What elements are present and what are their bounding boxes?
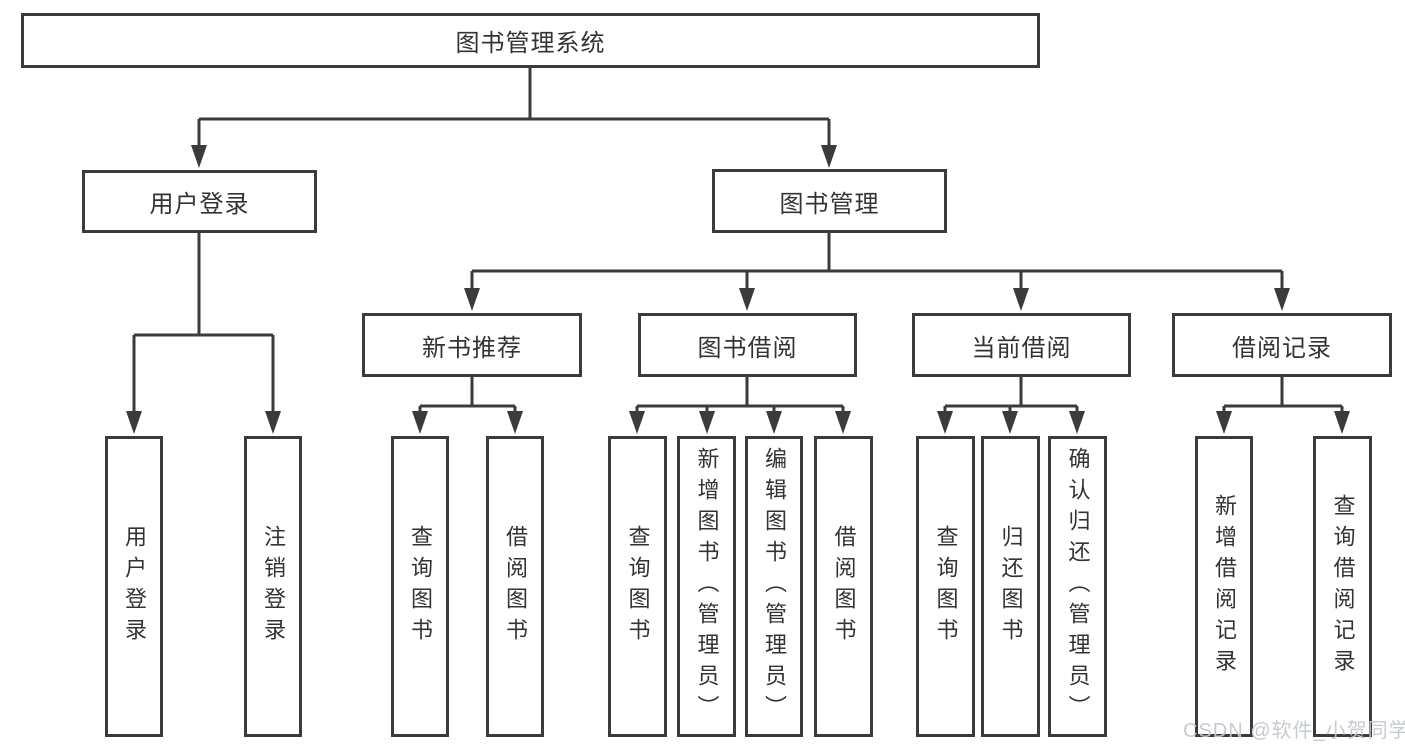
leaf-borrowing-query-books: 查询图书 — [608, 436, 667, 737]
connector-borrow-records-to-leaves — [1216, 377, 1350, 434]
leaf-borrowing-add-book-admin-label: 新增图书（管理员） — [694, 447, 720, 726]
leaf-newbooks-borrow-books-label: 借阅图书 — [503, 524, 528, 649]
node-new-book-recommendation-label: 新书推荐 — [422, 334, 522, 362]
leaf-current-return-books: 归还图书 — [981, 436, 1040, 737]
leaf-newbooks-query-books: 查询图书 — [391, 436, 449, 737]
node-borrowing-records: 借阅记录 — [1172, 313, 1392, 377]
node-root-library-management-system: 图书管理系统 — [21, 13, 1040, 68]
leaf-logout-label: 注销登录 — [261, 524, 286, 649]
connector-new-books-to-leaves — [412, 377, 523, 434]
connector-root-to-level2 — [191, 68, 837, 168]
node-root-label: 图书管理系统 — [455, 30, 606, 57]
leaf-records-add-borrow-record-label: 新增借阅记录 — [1212, 493, 1237, 680]
node-user-login: 用户登录 — [82, 170, 317, 233]
leaf-records-query-borrow-record: 查询借阅记录 — [1313, 436, 1372, 737]
leaf-current-confirm-return-admin: 确认归还（管理员） — [1048, 436, 1107, 737]
leaf-logout: 注销登录 — [244, 436, 302, 737]
node-borrowing-records-label: 借阅记录 — [1232, 334, 1332, 362]
leaf-borrowing-borrow-books: 借阅图书 — [814, 436, 873, 737]
node-book-borrowing-label: 图书借阅 — [697, 334, 798, 362]
connector-book-borrow-to-leaves — [629, 377, 851, 434]
node-current-borrowing-label: 当前借阅 — [971, 334, 1072, 362]
leaf-user-login-label: 用户登录 — [122, 524, 147, 649]
node-book-borrowing: 图书借阅 — [638, 313, 857, 377]
leaf-borrowing-borrow-books-label: 借阅图书 — [831, 524, 857, 649]
leaf-current-query-books: 查询图书 — [916, 436, 975, 737]
leaf-borrowing-add-book-admin: 新增图书（管理员） — [677, 436, 736, 737]
connector-current-borrow-to-leaves — [937, 377, 1085, 434]
leaf-borrowing-edit-book-admin-label: 编辑图书（管理员） — [762, 447, 787, 726]
leaf-borrowing-edit-book-admin: 编辑图书（管理员） — [745, 436, 803, 737]
leaf-current-confirm-return-admin-label: 确认归还（管理员） — [1065, 447, 1091, 726]
node-book-management: 图书管理 — [712, 169, 947, 233]
leaf-records-add-borrow-record: 新增借阅记录 — [1195, 436, 1253, 737]
node-new-book-recommendation: 新书推荐 — [362, 313, 582, 377]
node-book-management-label: 图书管理 — [779, 190, 880, 218]
leaf-newbooks-query-books-label: 查询图书 — [408, 524, 433, 649]
leaf-records-query-borrow-record-label: 查询借阅记录 — [1330, 493, 1356, 680]
leaf-current-query-books-label: 查询图书 — [933, 524, 959, 649]
leaf-user-login: 用户登录 — [105, 436, 163, 737]
leaf-newbooks-borrow-books: 借阅图书 — [486, 436, 544, 737]
leaf-current-return-books-label: 归还图书 — [998, 524, 1024, 649]
connector-book-mgmt-to-level3 — [464, 233, 1290, 311]
csdn-watermark: CSDN @软件_小贺同学 — [1183, 720, 1405, 742]
leaf-borrowing-query-books-label: 查询图书 — [625, 524, 651, 649]
node-current-borrowing: 当前借阅 — [912, 313, 1131, 377]
connector-user-login-to-leaves — [126, 233, 281, 434]
node-user-login-label: 用户登录 — [149, 191, 250, 218]
